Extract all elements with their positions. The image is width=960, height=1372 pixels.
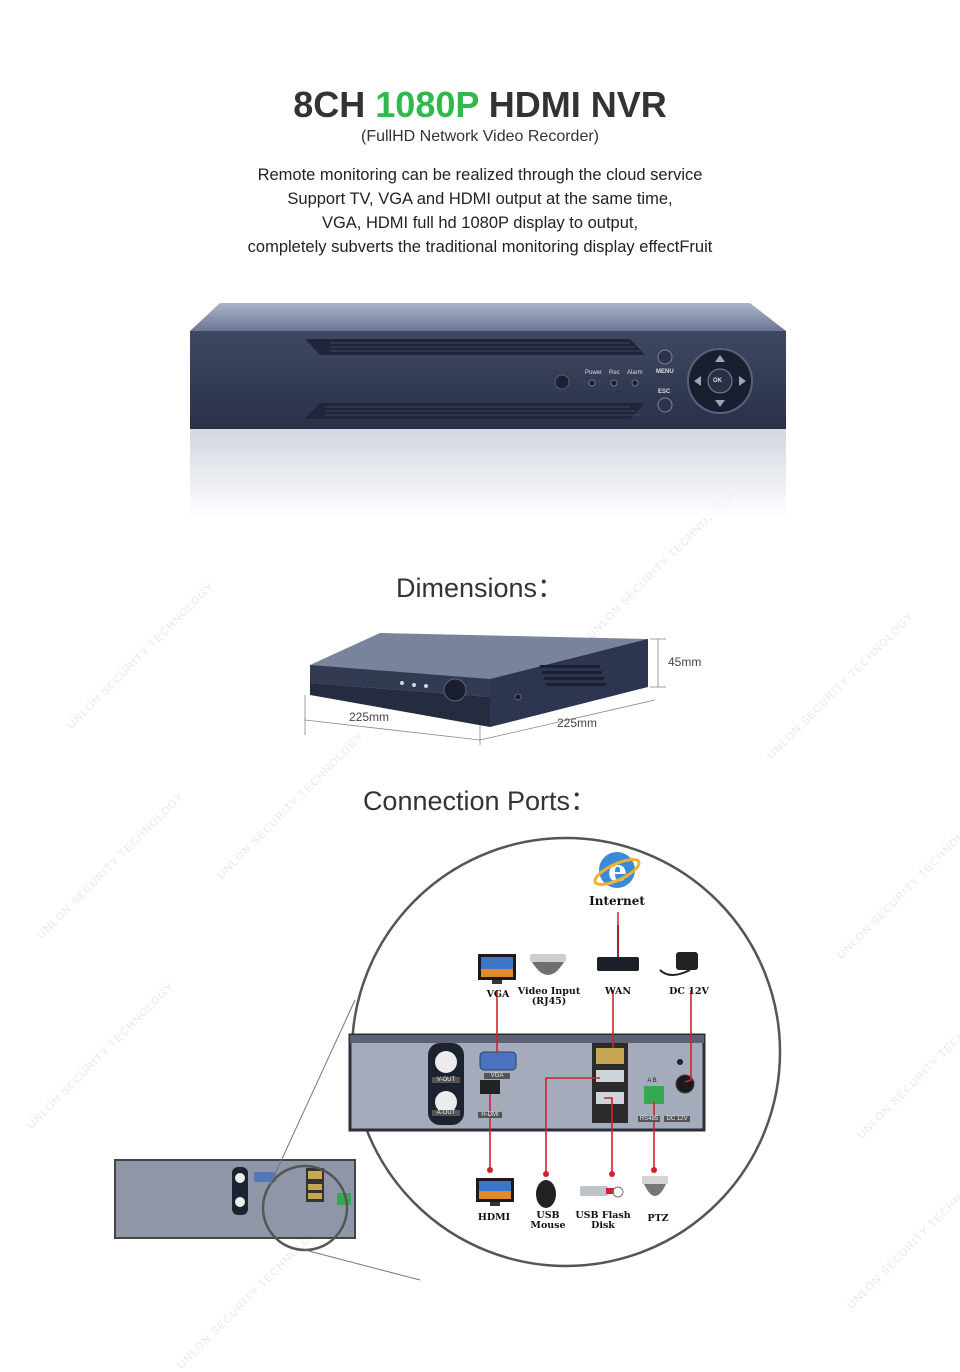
wan-label: WAN — [604, 986, 632, 997]
video-input-label: Video Input (RJ45) — [514, 987, 584, 1007]
usb-mouse-line: USB — [536, 1210, 560, 1221]
vga-label: VGA — [486, 989, 510, 1000]
usb-flash-label: USB Flash Disk — [572, 1211, 634, 1231]
connection-ports-title: Connection Ports： — [362, 786, 598, 816]
connection-diagram: e — [114, 836, 782, 1281]
description-line: Remote monitoring can be realized throug… — [257, 166, 703, 184]
description-line: VGA, HDMI full hd 1080P display to outpu… — [321, 214, 639, 232]
title-prefix: 8CH — [293, 84, 376, 125]
ab-tag: A B — [647, 1078, 657, 1084]
page-subtitle: (FullHD Network Video Recorder) — [361, 128, 599, 145]
usb-mouse-line: Mouse — [530, 1220, 566, 1231]
video-input-line: (RJ45) — [531, 996, 567, 1007]
menu-button-label: MENU — [656, 369, 674, 375]
a-out-tag: A-OUT — [432, 1110, 460, 1116]
description: Remote monitoring can be realized throug… — [0, 163, 960, 259]
usb-mouse-label: USB Mouse — [526, 1211, 570, 1231]
description-line: completely subverts the traditional moni… — [247, 238, 713, 256]
title-accent: 1080P — [375, 84, 479, 125]
v-out-tag: V-OUT — [432, 1077, 460, 1083]
dimension-width: 225mm — [349, 710, 390, 724]
nvr-dimensions-image — [304, 633, 666, 745]
hdmi-tag: H-DMI — [478, 1112, 502, 1118]
title-suffix: HDMI NVR — [478, 84, 667, 125]
ptz-label: PTZ — [647, 1213, 669, 1224]
ok-button-label: OK — [713, 378, 722, 384]
esc-button-label: ESC — [658, 389, 671, 395]
dimension-height: 45mm — [668, 655, 702, 669]
dimension-depth: 225mm — [557, 716, 598, 730]
rec-led-label: Rec — [609, 370, 620, 376]
nvr-front-image — [190, 303, 786, 519]
usb-flash-line: Disk — [591, 1220, 615, 1231]
vga-tag: VGA — [484, 1073, 510, 1079]
rs485-tag: RS485 — [638, 1116, 660, 1122]
description-line: Support TV, VGA and HDMI output at the s… — [287, 190, 673, 208]
video-input-line: Video Input — [517, 986, 581, 997]
watermark: UNLON SECURITY TECHNOLOGY — [765, 610, 917, 762]
dc12v-tag: DC 12V — [664, 1116, 690, 1122]
page-title: 8CH 1080P HDMI NVR — [0, 84, 960, 126]
usb-flash-line: USB Flash — [575, 1210, 631, 1221]
hdmi-label: HDMI — [477, 1212, 511, 1223]
internet-label: Internet — [589, 894, 645, 908]
dc-label: DC 12V — [669, 986, 709, 997]
alarm-led-label: Alarm — [627, 370, 643, 376]
dimensions-title: Dimensions： — [395, 573, 565, 603]
power-led-label: Power — [585, 370, 603, 376]
